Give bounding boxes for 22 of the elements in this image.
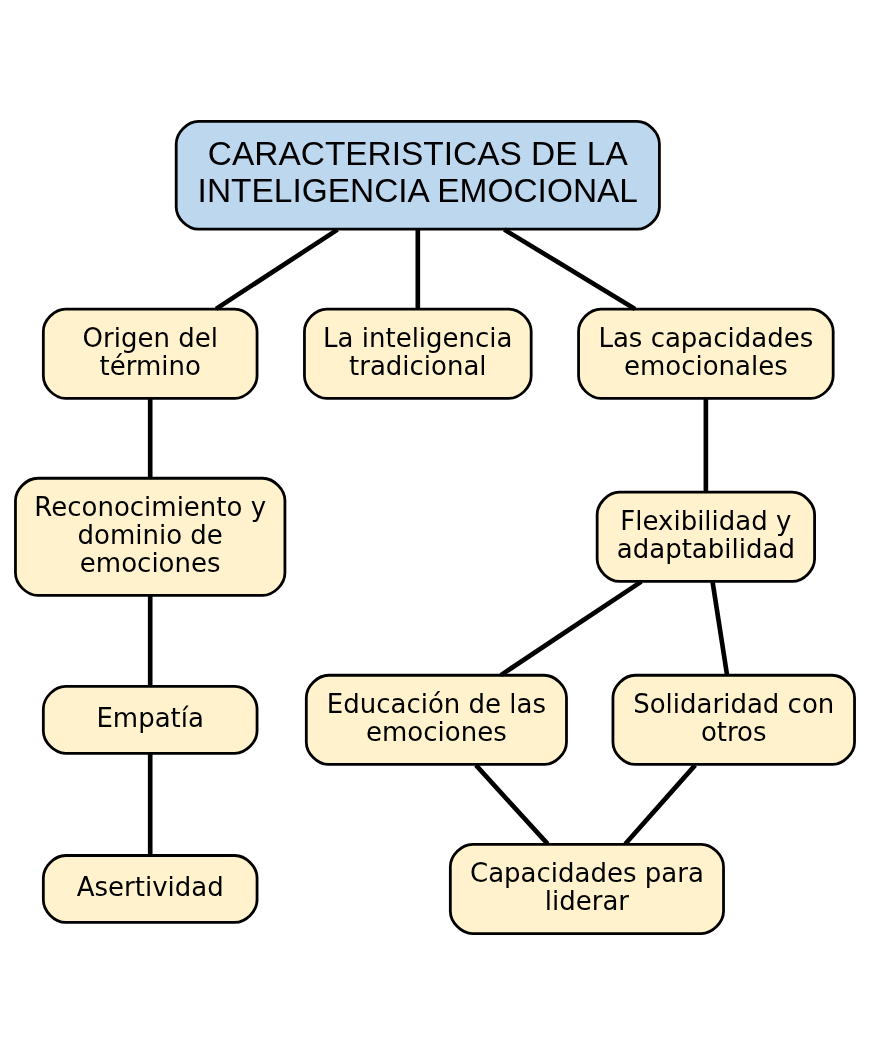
node-box: La inteligencia tradicional	[303, 307, 533, 400]
connector	[415, 229, 421, 309]
connector	[214, 227, 339, 311]
connector	[503, 227, 637, 311]
node-box: Origen del término	[41, 307, 259, 400]
connector	[147, 753, 153, 856]
node-box: Las capacidades emocionales	[577, 307, 835, 400]
connector	[710, 581, 730, 676]
connector	[623, 763, 697, 846]
connector	[474, 763, 550, 846]
node-box: Educación de las emociones	[304, 673, 568, 766]
node-box: Flexibilidad y adaptabilidad	[595, 490, 816, 583]
node-box: Asertividad	[41, 854, 259, 924]
connector	[703, 399, 709, 492]
node-box: CARACTERISTICAS DE LA INTELIGENCIA EMOCIONAL	[174, 120, 661, 231]
node-box: Capacidades para liderar	[448, 842, 725, 935]
node-box: Reconocimiento y dominio de emociones	[14, 476, 287, 597]
node-box: Empatía	[41, 685, 259, 755]
node-box: Solidaridad con otros	[611, 673, 856, 766]
connector	[499, 579, 643, 677]
connector	[147, 399, 153, 478]
connector	[147, 595, 153, 687]
